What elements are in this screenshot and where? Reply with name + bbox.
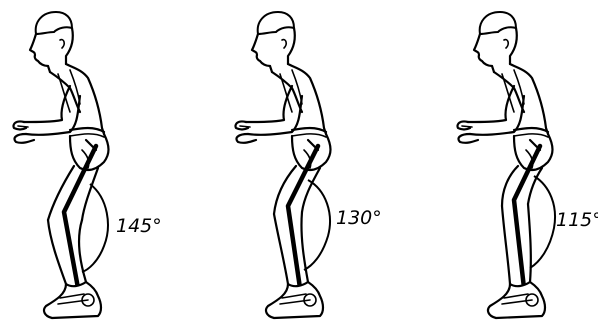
angle-label-130: 130° xyxy=(336,207,382,229)
athlete-figure-130: 130° xyxy=(235,12,381,318)
athlete-figure-145: 145° xyxy=(13,12,161,318)
angle-label-145: 145° xyxy=(116,215,162,237)
athlete-figure-115: 115° xyxy=(457,12,598,318)
angle-label-115: 115° xyxy=(556,209,598,231)
